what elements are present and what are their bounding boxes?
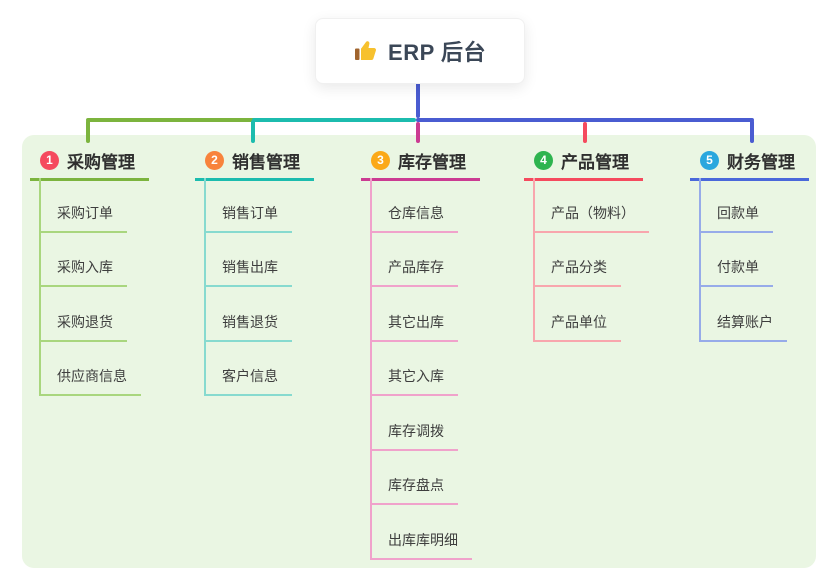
child-node[interactable]: 产品（物料） — [533, 203, 649, 233]
child-node[interactable]: 产品库存 — [370, 257, 458, 287]
child-node[interactable]: 库存盘点 — [370, 475, 458, 505]
branch-finance: 5 财务管理 回款单 付款单 结算账户 — [690, 145, 809, 342]
branch-title-finance[interactable]: 5 财务管理 — [690, 145, 809, 181]
child-node[interactable]: 销售退货 — [204, 312, 292, 342]
child-node[interactable]: 其它入库 — [370, 366, 458, 396]
child-node[interactable]: 出库库明细 — [370, 530, 472, 560]
branch-title-label: 库存管理 — [398, 152, 466, 172]
drop-line-finance — [750, 120, 754, 143]
drop-line-inventory — [416, 122, 420, 143]
branch-title-purchase[interactable]: 1 采购管理 — [30, 145, 149, 181]
child-node[interactable]: 结算账户 — [699, 312, 787, 342]
child-node[interactable]: 其它出库 — [370, 312, 458, 342]
branch-children: 仓库信息 产品库存 其它出库 其它入库 库存调拨 库存盘点 出库库明细 — [370, 178, 472, 560]
branch-spine-line — [699, 178, 701, 342]
thumbs-up-icon — [354, 39, 378, 63]
branch-number-badge: 4 — [534, 150, 553, 170]
root-descender-line — [416, 82, 420, 118]
child-node[interactable]: 付款单 — [699, 257, 773, 287]
branch-number-badge: 1 — [40, 150, 59, 170]
branch-inventory: 3 库存管理 仓库信息 产品库存 其它出库 其它入库 库存调拨 库存盘点 出库库… — [361, 145, 480, 560]
drop-line-product — [583, 122, 587, 143]
branch-children: 产品（物料） 产品分类 产品单位 — [533, 178, 649, 342]
root-node[interactable]: ERP 后台 — [315, 18, 525, 84]
child-node[interactable]: 销售出库 — [204, 257, 292, 287]
branch-children: 销售订单 销售出库 销售退货 客户信息 — [204, 178, 292, 396]
branch-number-badge: 2 — [205, 150, 224, 170]
branch-title-sales[interactable]: 2 销售管理 — [195, 145, 314, 181]
child-node[interactable]: 产品分类 — [533, 257, 621, 287]
branch-spine-line — [39, 178, 41, 396]
child-node[interactable]: 采购退货 — [39, 312, 127, 342]
bus-line-purchase — [86, 118, 256, 122]
branch-children: 回款单 付款单 结算账户 — [699, 178, 787, 342]
child-node[interactable]: 客户信息 — [204, 366, 292, 396]
branch-sales: 2 销售管理 销售订单 销售出库 销售退货 客户信息 — [195, 145, 314, 396]
branch-title-label: 采购管理 — [67, 152, 135, 172]
branch-title-product[interactable]: 4 产品管理 — [524, 145, 643, 181]
branch-title-label: 财务管理 — [727, 152, 795, 172]
branch-product: 4 产品管理 产品（物料） 产品分类 产品单位 — [524, 145, 649, 342]
branch-number-badge: 5 — [700, 150, 719, 170]
branch-title-inventory[interactable]: 3 库存管理 — [361, 145, 480, 181]
bus-line-sales — [252, 118, 416, 122]
branch-title-label: 销售管理 — [232, 152, 300, 172]
root-node-label: ERP 后台 — [388, 40, 486, 65]
child-node[interactable]: 产品单位 — [533, 312, 621, 342]
child-node[interactable]: 销售订单 — [204, 203, 292, 233]
bus-line-right — [416, 118, 754, 122]
child-node[interactable]: 回款单 — [699, 203, 773, 233]
branch-spine-line — [370, 178, 372, 559]
branch-children: 采购订单 采购入库 采购退货 供应商信息 — [39, 178, 141, 396]
branch-spine-line — [204, 178, 206, 396]
child-node[interactable]: 采购订单 — [39, 203, 127, 233]
branch-number-badge: 3 — [371, 150, 390, 170]
child-node[interactable]: 仓库信息 — [370, 203, 458, 233]
child-node[interactable]: 库存调拨 — [370, 421, 458, 451]
drop-line-sales — [251, 120, 255, 143]
child-node[interactable]: 采购入库 — [39, 257, 127, 287]
drop-line-purchase — [86, 120, 90, 143]
branch-purchase: 1 采购管理 采购订单 采购入库 采购退货 供应商信息 — [30, 145, 149, 396]
branch-title-label: 产品管理 — [561, 152, 629, 172]
child-node[interactable]: 供应商信息 — [39, 366, 141, 396]
branches-panel-background — [22, 135, 816, 568]
branch-spine-line — [533, 178, 535, 342]
